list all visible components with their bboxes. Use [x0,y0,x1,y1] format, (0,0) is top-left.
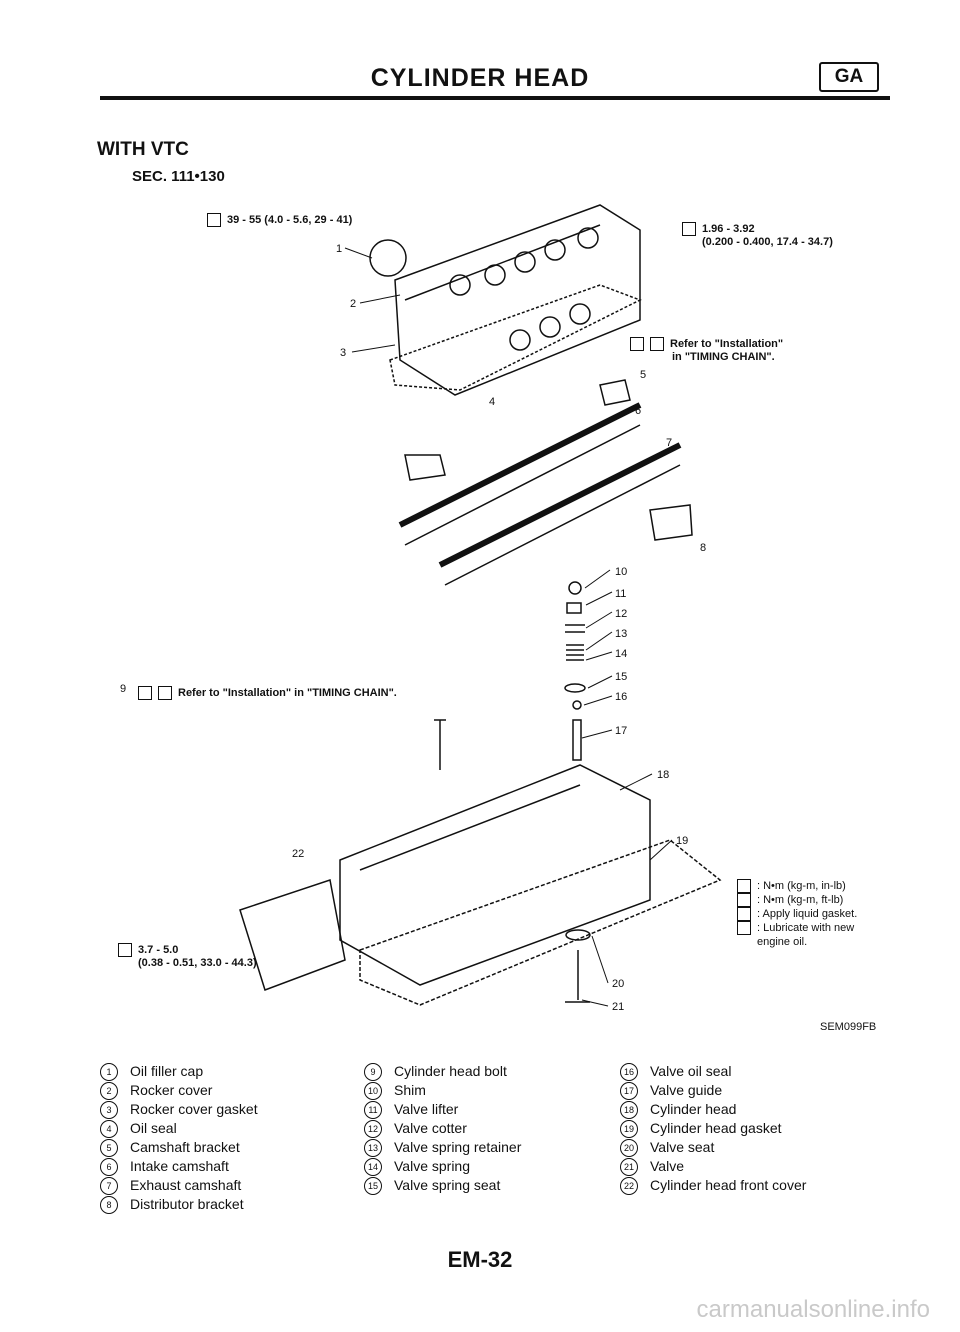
label-3: 3 [340,347,346,359]
intake-camshaft [398,402,642,546]
front-cover [239,879,346,991]
page-number: EM-32 [447,1247,513,1272]
label-2: 2 [350,298,356,310]
page-header: CYLINDER HEAD GA [0,0,960,120]
exhaust-camshaft [438,442,682,586]
refer-installation-note: Refer to "Installation" in "TIMING CHAIN… [630,337,783,364]
cylinder-head-gasket [359,839,722,1006]
symbol-key: : N•m (kg-m, in-lb) : N•m (kg-m, ft-lb) … [737,879,857,949]
rocker-cover-gasket [389,284,642,391]
cylinder-head-bolt [434,719,446,770]
section-code: SEC. 111•130 [132,168,225,185]
torque-inlb-icon [118,943,132,957]
label-15: 15 [615,671,627,683]
label-6: 6 [635,405,641,417]
label-19: 19 [676,835,688,847]
label-5: 5 [640,369,646,381]
label-13: 13 [615,628,627,640]
torque-inlb-icon [682,222,696,236]
label-17: 17 [615,725,627,737]
camshaft-bracket [404,454,446,481]
header-rule [100,96,890,100]
label-16: 16 [615,691,627,703]
label-7: 7 [666,437,672,449]
torque-inlb-icon [737,879,751,894]
label-10: 10 [615,566,627,578]
figure-id: SEM099FB [820,1021,877,1033]
torque-ftlb-icon [737,893,751,908]
label-14: 14 [615,648,627,660]
torque-ftlb-icon [158,686,172,700]
torque-filler-cap: 39 - 55 (4.0 - 5.6, 29 - 41) [207,213,352,227]
valve [565,950,590,1003]
section-heading: WITH VTC [97,139,189,160]
lubricate-icon [630,337,644,351]
label-12: 12 [615,608,627,620]
label-4: 4 [489,396,495,408]
liquid-gasket-icon [737,907,751,922]
lubricate-icon [737,921,751,936]
page-title: CYLINDER HEAD [370,64,590,92]
head-bolt-note: Refer to "Installation" in "TIMING CHAIN… [138,686,397,700]
label-1: 1 [336,243,342,255]
label-22: 22 [292,848,304,860]
lubricate-icon [138,686,152,700]
label-8: 8 [700,542,706,554]
label-9: 9 [120,683,126,695]
label-20b: 20 [612,978,624,990]
label-18: 18 [657,769,669,781]
label-21: 21 [612,1001,624,1013]
watermark: carmanualsonline.info [696,1296,930,1323]
torque-rocker-cover: 1.96 - 3.92 (0.200 - 0.400, 17.4 - 34.7) [682,222,833,249]
distributor-bracket [649,504,693,541]
cylinder-head-block [339,764,651,986]
rocker-cover [394,204,641,396]
engine-badge: GA [819,62,879,92]
torque-ftlb-icon [650,337,664,351]
torque-front-cover: 3.7 - 5.0 (0.38 - 0.51, 33.0 - 44.3) [118,943,257,970]
torque-ftlb-icon [207,213,221,227]
label-11: 11 [615,588,626,600]
valve-stack [564,581,586,761]
oil-filler-cap [369,239,407,277]
